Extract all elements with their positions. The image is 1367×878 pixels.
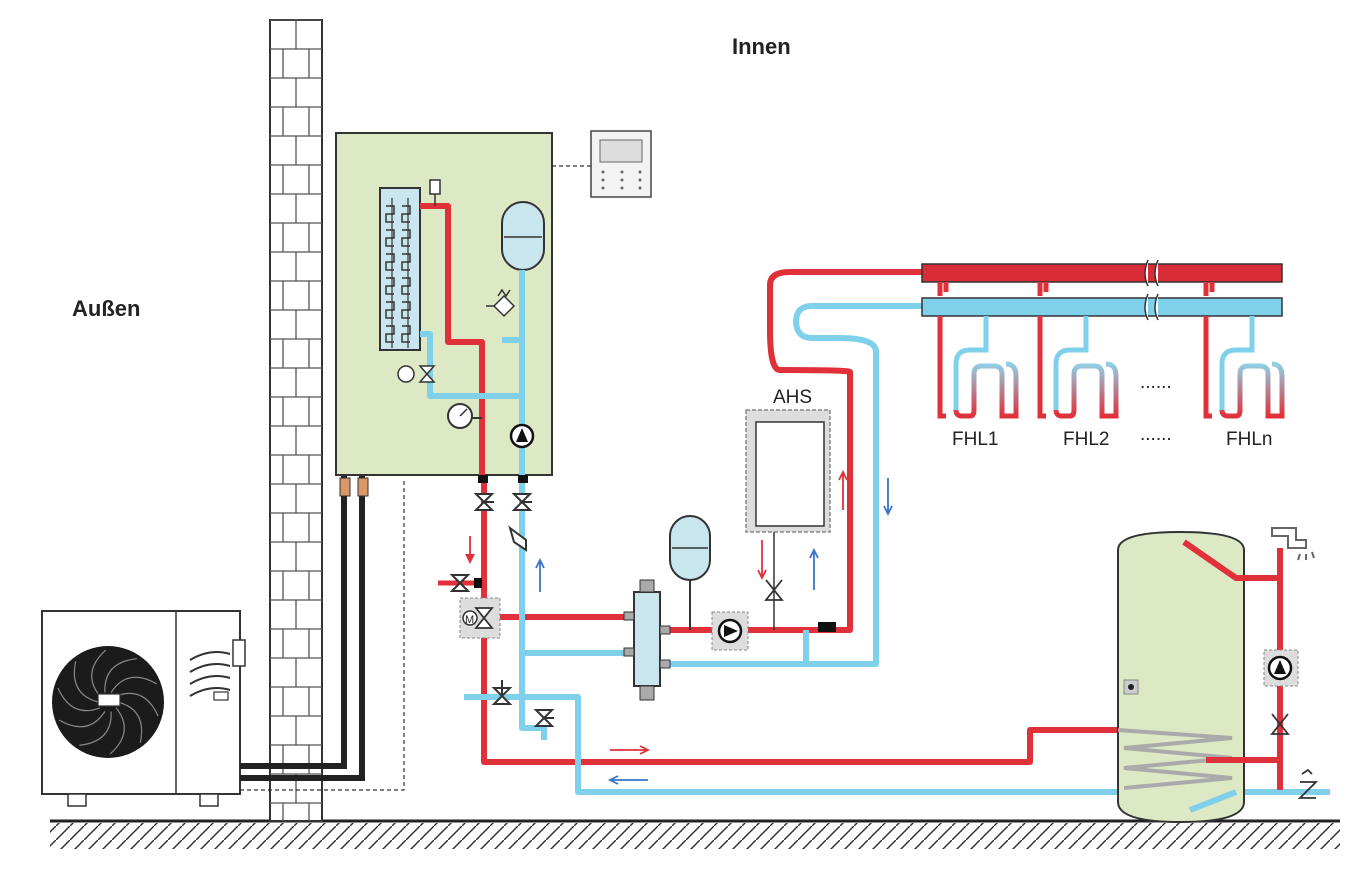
air-purge-icon xyxy=(429,179,441,206)
circulation-pump-icon xyxy=(711,611,749,651)
motor-label: M xyxy=(465,614,474,626)
dots-top: ...... xyxy=(1140,372,1172,393)
check-valve-icon xyxy=(1297,768,1319,799)
circulation-pump-icon xyxy=(509,423,535,449)
outside-label: Außen xyxy=(72,296,140,321)
motorized-3-way-valve: M xyxy=(459,597,501,639)
tap-icon xyxy=(1271,527,1315,561)
underfloor-heating-loops xyxy=(937,282,1285,419)
auxiliary-heat-source: AHS xyxy=(745,387,836,632)
shutoff-valve-icon xyxy=(511,493,533,511)
ahs-label: AHS xyxy=(773,387,812,408)
dhw-recirculation xyxy=(1244,548,1299,790)
expansion-vessel xyxy=(669,515,711,630)
fhln-label: FHLn xyxy=(1226,429,1272,450)
grille-icon xyxy=(189,651,231,697)
fhl1-label: FHL1 xyxy=(952,429,998,450)
indoor-hydro-unit xyxy=(335,132,553,476)
plate-heat-exchanger xyxy=(379,187,421,351)
safety-valve-icon xyxy=(486,288,516,318)
fhl2-label: FHL2 xyxy=(1063,429,1109,450)
wired-controller xyxy=(552,130,652,198)
expansion-vessel xyxy=(501,201,545,271)
brick-wall xyxy=(269,19,323,822)
flow-switch-icon xyxy=(397,365,436,383)
hydraulic-separator xyxy=(623,579,671,701)
pressure-gauge-icon xyxy=(447,403,473,429)
outdoor-heat-pump-unit xyxy=(41,610,246,807)
shutoff-valve-icon xyxy=(473,493,495,511)
control-cable xyxy=(240,478,405,791)
drain-valve-icon xyxy=(438,574,482,592)
underfloor-heating-manifolds xyxy=(921,259,1283,321)
hot-supply-pipes xyxy=(481,269,1118,765)
inside-label: Innen xyxy=(732,34,791,59)
strainer-icon xyxy=(508,525,527,552)
shutoff-valve-icon xyxy=(491,680,513,705)
shutoff-valve-icon xyxy=(533,709,555,727)
dots-bottom: ...... xyxy=(1140,424,1172,445)
flow-arrows xyxy=(465,469,893,785)
domestic-hot-water-tank xyxy=(1117,530,1280,824)
ground xyxy=(50,819,1340,849)
cold-return-pipes xyxy=(464,303,1330,795)
